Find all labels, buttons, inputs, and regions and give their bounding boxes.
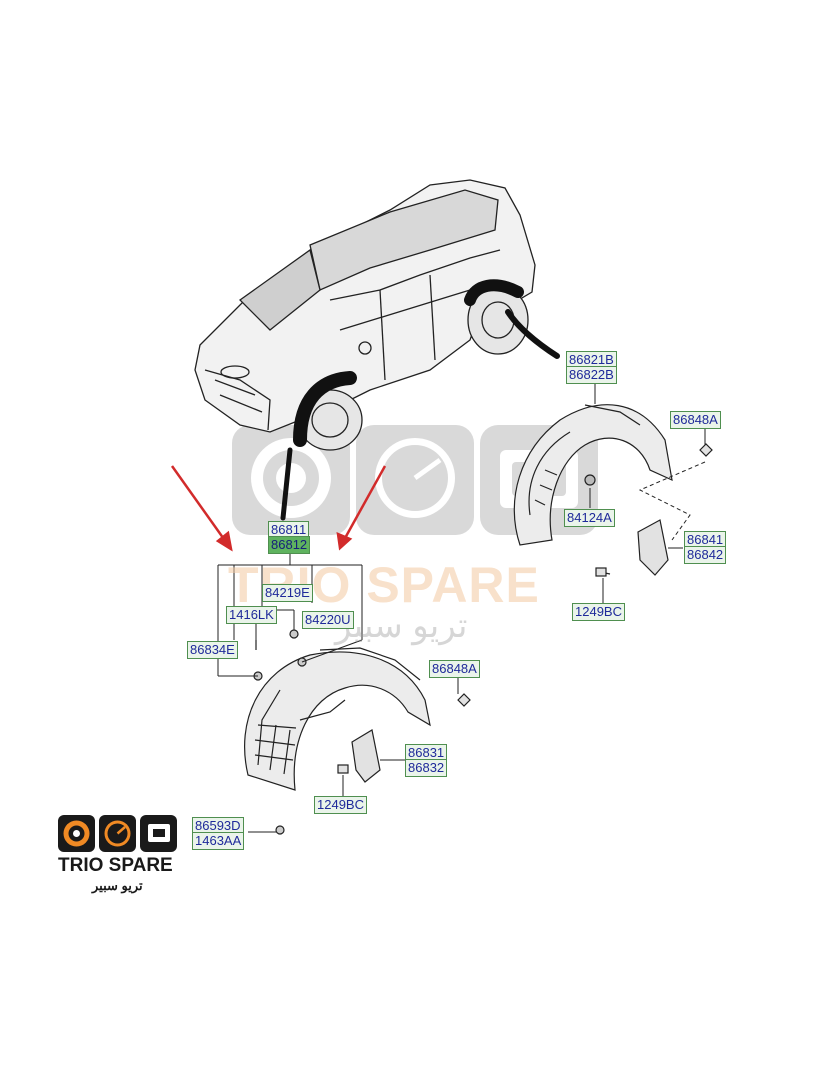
label-1416LK[interactable]: 1416LK [226,606,277,624]
fender-highlights [280,279,560,521]
label-84219E[interactable]: 84219E [262,584,313,602]
label-86812[interactable]: 86812 [268,536,311,554]
label-86832[interactable]: 86832 [405,759,448,777]
label-86848A-rear[interactable]: 86848A [670,411,721,429]
rear-mudflap [595,443,713,577]
label-86841[interactable]: 86841 [684,531,727,549]
label-84124A[interactable]: 84124A [564,509,615,527]
front-wheel-liner [244,647,431,791]
label-86848A-front[interactable]: 86848A [429,660,480,678]
label-86834E[interactable]: 86834E [187,641,238,659]
logo-brand-arabic: تريو سبير [92,878,143,893]
logo-icons [58,815,177,852]
red-arrows [170,465,387,552]
logo-brand: TRIO SPARE [58,855,173,876]
label-84220U[interactable]: 84220U [302,611,354,629]
label-86822B[interactable]: 86822B [566,366,617,384]
front-mudflap [253,629,471,835]
label-1463AA[interactable]: 1463AA [192,832,245,850]
watermark-brand-arabic: تريو سبير [335,607,468,645]
car-illustration [194,179,536,451]
label-1249BC-front[interactable]: 1249BC [314,796,367,814]
label-1249BC-rear[interactable]: 1249BC [572,603,625,621]
label-86842[interactable]: 86842 [684,546,727,564]
rear-leaders [589,380,706,603]
rear-wheel-liner [513,404,673,546]
